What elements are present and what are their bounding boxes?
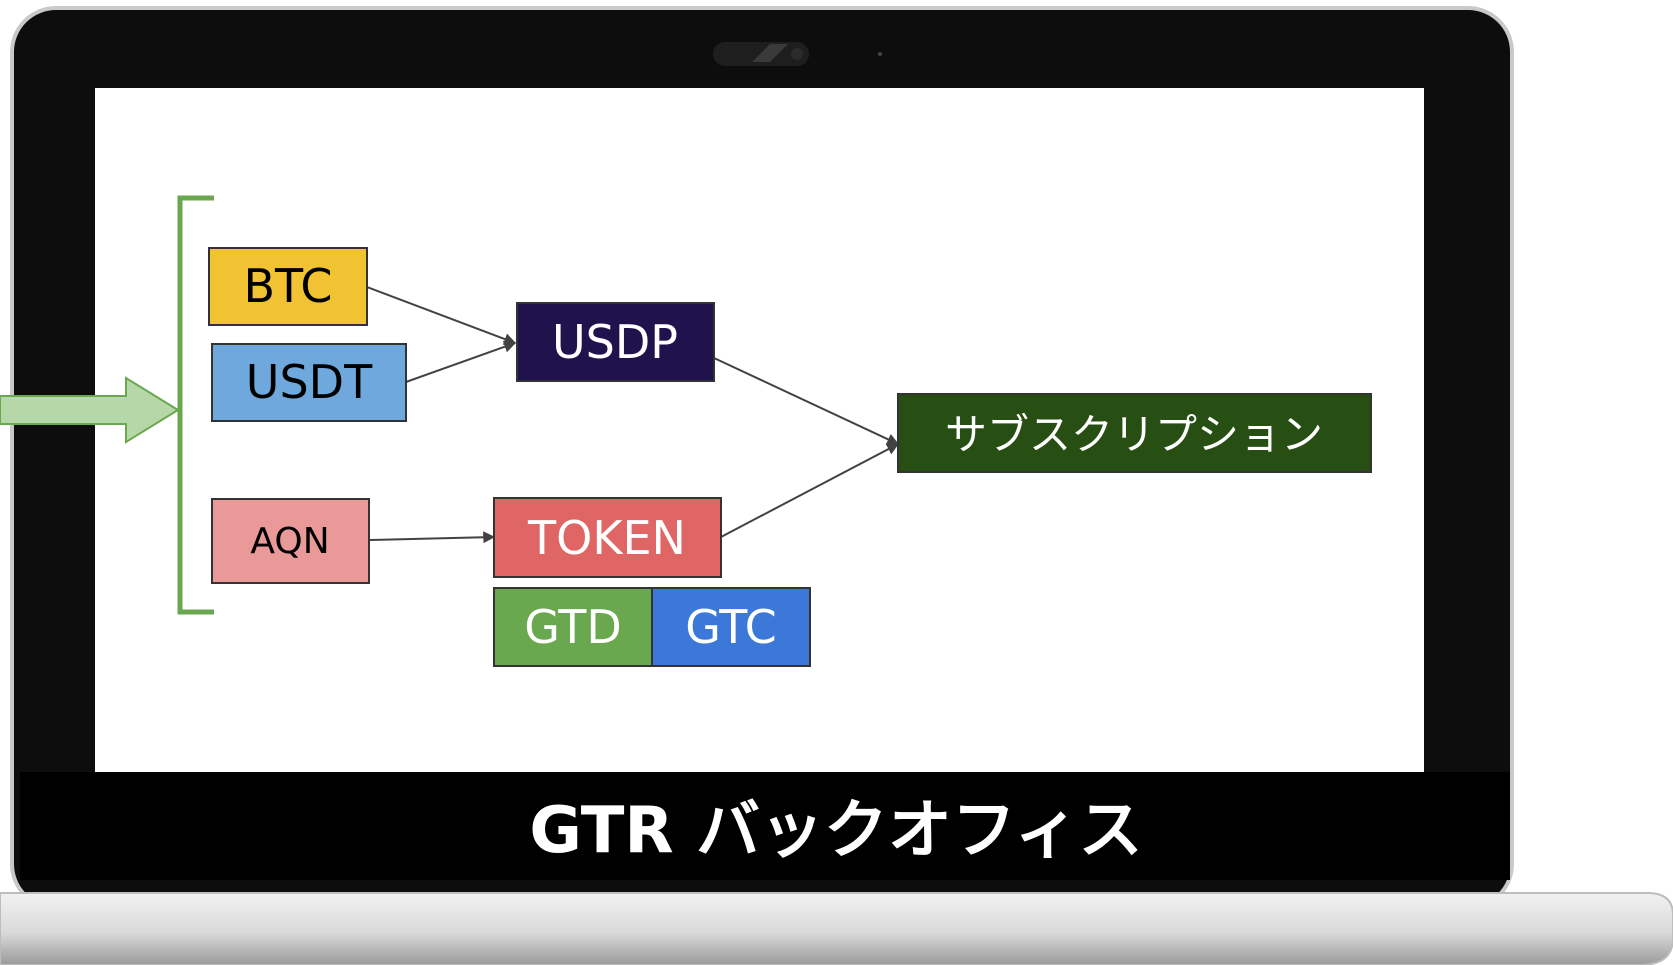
node-aqn-label: AQN: [250, 521, 329, 562]
caption-text: GTR バックオフィス: [529, 794, 1142, 868]
node-token-label: TOKEN: [527, 511, 686, 565]
connector-usdt-usdp: [405, 340, 517, 383]
node-usdp: USDP: [516, 302, 715, 382]
node-usdp-label: USDP: [552, 315, 678, 369]
laptop-base: [0, 892, 1673, 965]
connector-aqn-token: [368, 531, 496, 544]
connector-btc-usdp: [366, 286, 517, 345]
node-aqn: AQN: [211, 498, 370, 584]
node-subscription: サブスクリプション: [897, 393, 1372, 473]
group-bracket: [177, 195, 214, 615]
node-gtd: GTD: [493, 587, 653, 667]
node-gtc: GTC: [651, 587, 811, 667]
caption-bar: [20, 772, 1510, 880]
node-usdt: USDT: [211, 343, 407, 422]
node-gtc-label: GTC: [685, 600, 777, 654]
connector-token-subscription: [720, 443, 900, 538]
node-usdt-label: USDT: [246, 355, 373, 409]
node-subscription-label: サブスクリプション: [945, 410, 1323, 459]
node-token: TOKEN: [493, 497, 722, 578]
input-arrow: [0, 376, 180, 444]
node-btc: BTC: [208, 247, 368, 326]
node-gtd-label: GTD: [524, 600, 622, 654]
connector-usdp-subscription: [713, 357, 900, 445]
node-btc-label: BTC: [243, 259, 332, 313]
webcam-icon: [713, 42, 882, 66]
